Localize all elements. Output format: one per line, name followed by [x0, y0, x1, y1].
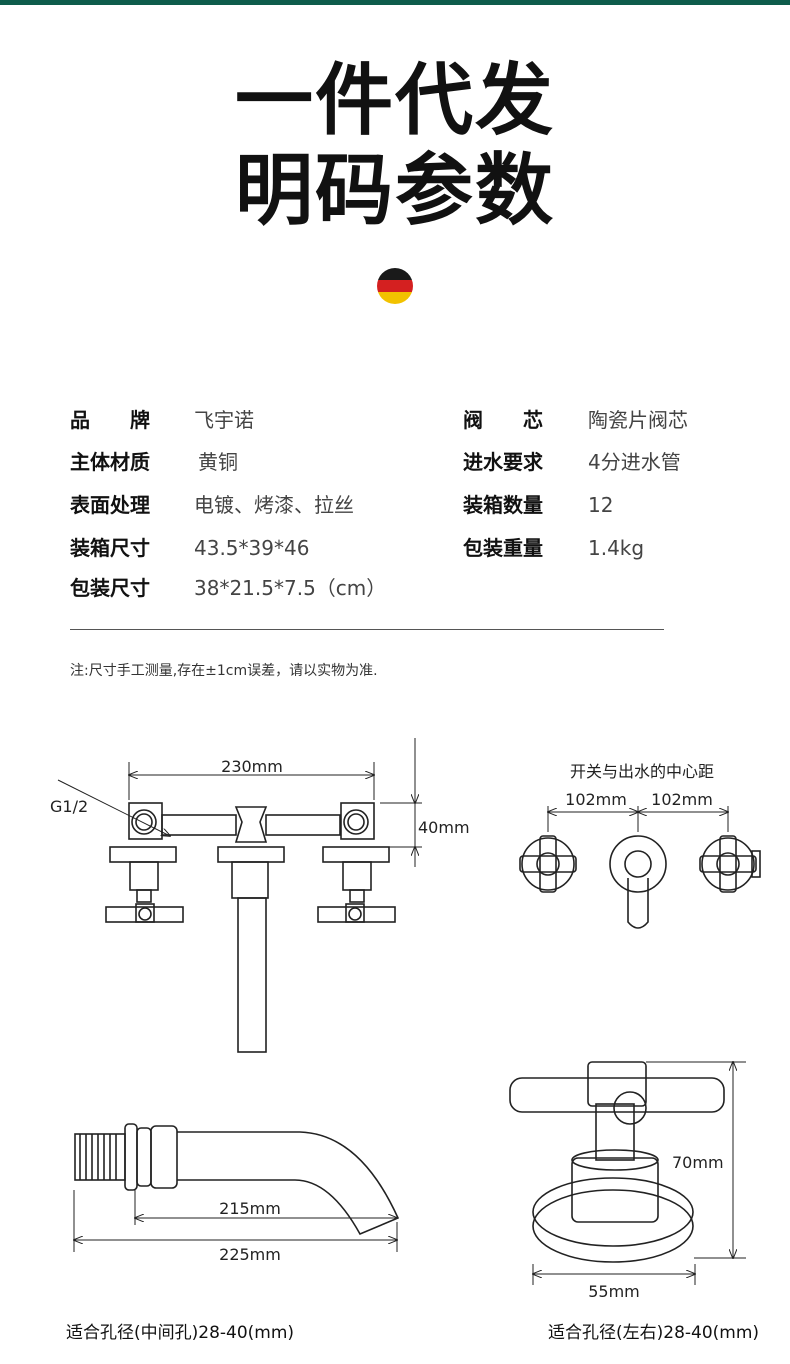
spec-value-package-weight: 1.4kg: [588, 536, 645, 560]
spec-value-package-size: 38*21.5*7.5（cm）: [194, 576, 387, 600]
front-dimension-lines: [57, 738, 422, 867]
spec-value-surface: 电镀、烤漆、拉丝: [194, 493, 354, 517]
spec-label-carton-size: 装箱尺寸: [70, 536, 150, 560]
spec-label-package-weight: 包装重量: [463, 536, 543, 560]
spec-value-carton-size: 43.5*39*46: [194, 536, 310, 560]
dim-label-spout-inner: 215mm: [219, 1199, 281, 1218]
spout-dimension-lines: [74, 1190, 397, 1252]
dim-label-right-gap: 102mm: [651, 790, 713, 809]
section-divider: [70, 629, 664, 630]
top-accent-bar: [0, 0, 790, 5]
spec-label-material: 主体材质: [70, 450, 150, 474]
dim-label-height: 40mm: [418, 818, 470, 837]
dim-label-left-gap: 102mm: [565, 790, 627, 809]
top-view-drawing: [519, 835, 761, 929]
spec-label-valve-core: 阀 芯: [463, 408, 543, 432]
spec-label-package-size: 包装尺寸: [70, 576, 150, 600]
front-view-drawing: [105, 802, 396, 1053]
top-dimension-lines: [548, 806, 728, 832]
spec-label-brand: 品 牌: [70, 408, 150, 432]
germany-flag-icon: [377, 268, 413, 304]
flag-stripe-middle: [377, 280, 413, 292]
caption-center-hole: 适合孔径(中间孔)28-40(mm): [66, 1323, 295, 1343]
spec-label-carton-qty: 装箱数量: [463, 493, 543, 517]
spec-label-water-inlet: 进水要求: [463, 450, 543, 474]
flag-stripe-bottom: [377, 292, 413, 304]
top-view-title: 开关与出水的中心距: [570, 762, 714, 781]
dim-label-spout-outer: 225mm: [219, 1245, 281, 1264]
flag-stripe-top: [377, 268, 413, 280]
handle-dimension-lines: [533, 1062, 746, 1285]
handle-side-drawing: [509, 1061, 725, 1263]
dim-label-handle-height: 70mm: [672, 1153, 724, 1172]
spec-value-carton-qty: 12: [588, 493, 614, 517]
page-title-line1: 一件代发: [234, 56, 555, 146]
dim-label-width: 230mm: [221, 757, 283, 776]
spec-label-surface: 表面处理: [70, 493, 150, 517]
spec-value-material: 黄铜: [198, 450, 238, 474]
spec-value-brand: 飞宇诺: [194, 408, 254, 432]
measurement-note: 注:尺寸手工测量,存在±1cm误差，请以实物为准.: [70, 663, 378, 679]
dim-label-thread: G1/2: [50, 797, 88, 816]
caption-side-holes: 适合孔径(左右)28-40(mm): [548, 1323, 760, 1343]
spec-value-valve-core: 陶瓷片阀芯: [588, 408, 688, 432]
spec-value-water-inlet: 4分进水管: [588, 450, 681, 474]
dim-label-handle-base: 55mm: [588, 1282, 640, 1301]
page-title-line2: 明码参数: [234, 146, 555, 236]
